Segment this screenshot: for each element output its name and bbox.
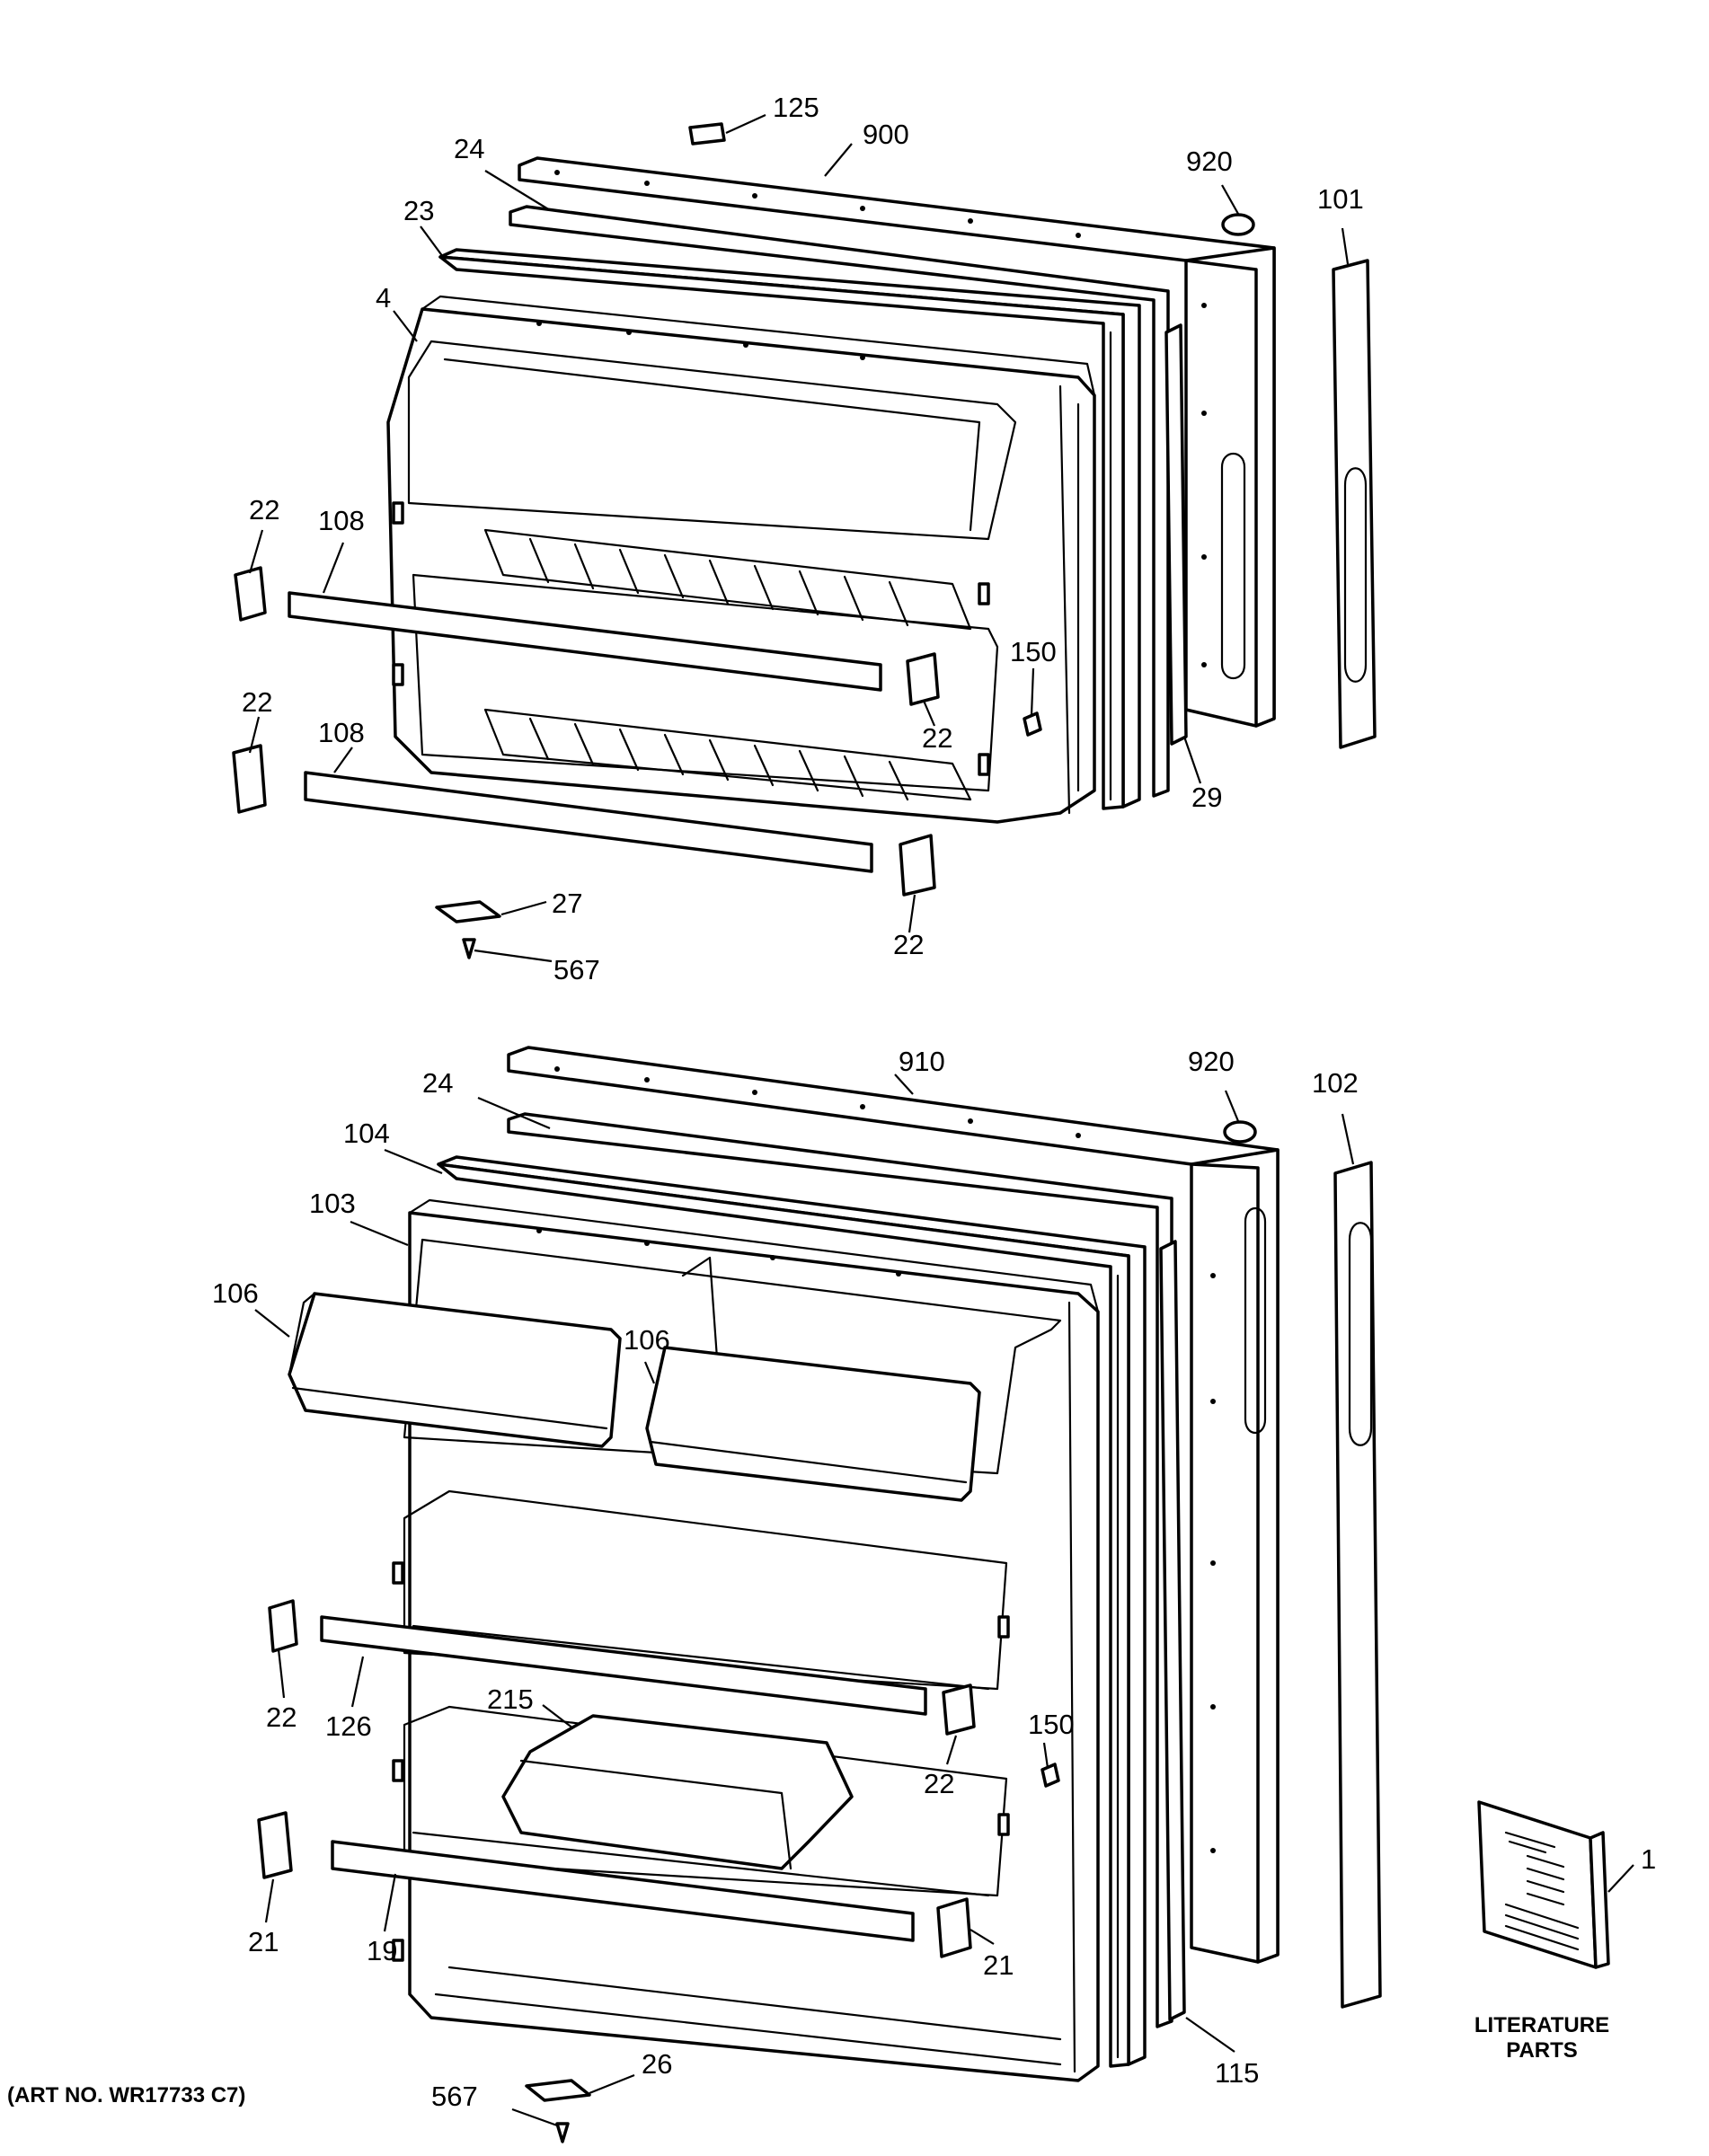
callout-101: 101 [1317,183,1364,215]
part-215-bin [501,1714,854,1870]
part-115-strip [1159,1240,1186,2021]
art-number-caption: (ART NO. WR17733 C7) [7,2083,245,2107]
callout-24-bot: 24 [422,1067,453,1099]
callout-106-b: 106 [624,1324,670,1356]
callout-150-bot: 150 [1028,1709,1075,1740]
part-567-screw-bottom [555,2122,570,2143]
callout-215: 215 [487,1683,534,1715]
callout-920-bot: 920 [1188,1046,1235,1077]
leader-lines [248,113,1634,2127]
callout-21-a: 21 [248,1926,279,1957]
part-101-handle-trim [1332,259,1377,749]
part-22-cap-d [899,834,936,897]
callout-920-top: 920 [1186,146,1233,177]
part-108-bar-upper [288,591,882,692]
freezer-door-assembly [232,122,1377,959]
part-125-label [688,122,726,146]
callout-29: 29 [1191,782,1222,813]
callout-22-d: 22 [893,929,924,960]
callout-21-b: 21 [983,1949,1014,1981]
part-920-plug-top [1221,213,1255,236]
callout-26: 26 [642,2048,672,2080]
callout-22-f: 22 [924,1768,954,1799]
callout-22-e: 22 [266,1701,297,1733]
part-108-bar-lower [304,771,873,873]
callout-150-top: 150 [1010,636,1057,667]
callout-125: 125 [773,92,819,123]
part-150-screw-bottom [1040,1763,1060,1788]
part-22-cap-a [234,566,267,622]
callout-567-top: 567 [553,954,600,985]
callout-108-b: 108 [318,717,365,748]
part-24-bottom [507,1112,1173,2028]
part-106-bin-left [288,1292,622,1448]
part-1-literature [1477,1800,1610,1969]
part-22-cap-b [232,744,267,814]
part-920-plug-bottom [1223,1120,1257,1144]
fresh-food-door-assembly [257,1046,1610,2143]
callout-27: 27 [552,888,582,919]
literature-label-line2: PARTS [1506,2038,1578,2063]
literature-label-line1: LITERATURE [1474,2013,1609,2037]
callout-567-bot: 567 [431,2081,478,2112]
callout-labels: 125 900 24 920 101 23 4 22 108 150 22 10… [212,92,1656,2112]
callout-108-a: 108 [318,505,365,536]
callout-115: 115 [1215,2057,1259,2089]
callout-24-top: 24 [454,133,484,164]
callout-4: 4 [376,282,391,314]
callout-22-a: 22 [249,494,279,526]
callout-102: 102 [1312,1067,1359,1099]
part-126-bar [320,1615,927,1716]
callout-22-b: 22 [242,686,272,718]
callout-19: 19 [367,1935,397,1966]
part-22-cap-f [942,1683,976,1736]
callout-106-a: 106 [212,1277,259,1309]
part-567-screw-top [462,938,476,959]
callout-900: 900 [863,119,909,150]
part-27-hinge [435,900,501,923]
callout-126: 126 [325,1710,372,1742]
part-910-door-panel [507,1046,1280,1964]
part-19-bar [331,1840,915,1942]
part-26-hinge [525,2079,591,2102]
callout-22-c: 22 [922,722,952,754]
part-23-gasket [438,248,1141,810]
part-22-cap-c [906,652,940,706]
callout-103: 103 [309,1188,356,1219]
part-106-bin-right [645,1346,981,1502]
part-24-top [509,205,1170,798]
part-102-handle-trim [1333,1161,1382,2009]
part-22-cap-e [268,1599,298,1653]
callout-23: 23 [403,195,434,226]
part-4-inner-liner [386,295,1096,824]
part-21-cap-b [936,1897,972,1958]
part-21-cap-a [257,1811,293,1879]
callout-910: 910 [899,1046,945,1077]
callout-104: 104 [343,1118,390,1149]
part-150-screw-top [1023,711,1042,737]
part-900-door-panel [518,156,1276,728]
callout-1: 1 [1641,1843,1656,1875]
part-29-seal [1164,323,1188,746]
part-104-gasket [437,1155,1147,2068]
